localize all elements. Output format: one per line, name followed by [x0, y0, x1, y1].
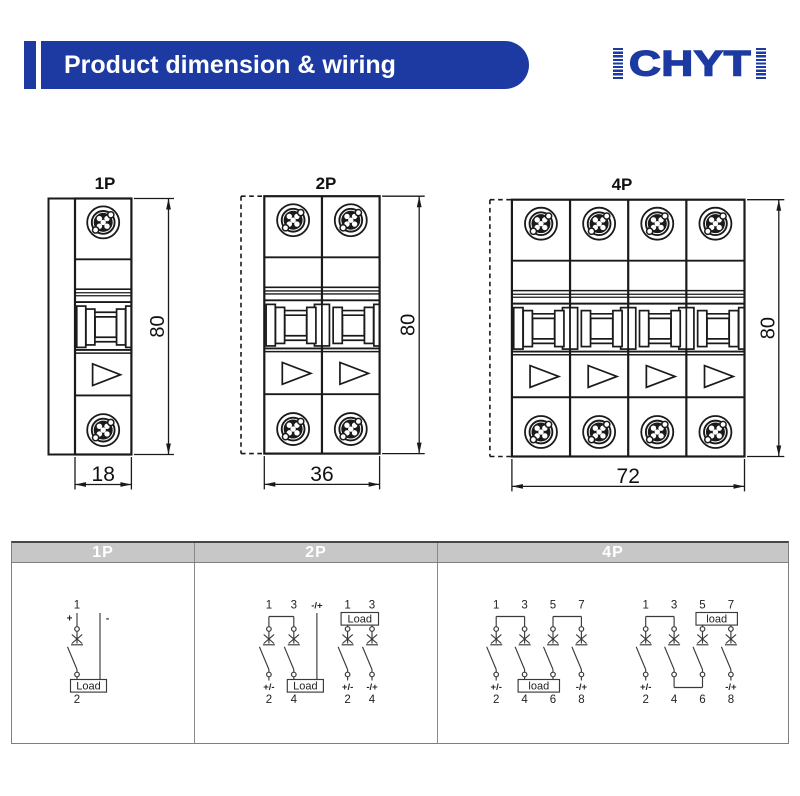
wiring-table-header-2p: 2P [195, 543, 438, 562]
svg-text:80: 80 [147, 315, 169, 337]
svg-text:80: 80 [757, 317, 779, 339]
terminal-screw [333, 203, 368, 238]
terminal-screw [698, 415, 733, 449]
breaker-drawing-2p: 2P 80 36 [240, 174, 425, 490]
wiring-table-header-4p: 4P [602, 544, 624, 561]
title-accent-bar [24, 41, 36, 89]
logo-stripes-right-icon [755, 47, 766, 79]
logo-stripes-left-icon [613, 47, 623, 79]
terminal-screw [333, 412, 368, 446]
wiring-table: 1P 2P 4P [11, 541, 789, 744]
wiring-cell-1p [12, 563, 195, 743]
terminal-screw [698, 206, 733, 241]
wiring-table-header: 1P 2P 4P [12, 543, 788, 563]
wiring-table-body [12, 563, 788, 743]
wiring-table-header-1p: 1P [12, 543, 195, 562]
terminal-screw [640, 206, 675, 241]
svg-text:2P: 2P [316, 174, 337, 193]
brand-name: CHYT [628, 43, 752, 83]
terminal-screw [276, 412, 311, 446]
terminal-screw [582, 206, 617, 241]
svg-text:18: 18 [92, 463, 115, 486]
svg-text:4P: 4P [612, 175, 633, 194]
section-title-banner: Product dimension & wiring [41, 41, 529, 89]
brand-logo: CHYT [613, 43, 766, 83]
terminal-screw [276, 203, 311, 238]
terminal-screw [86, 205, 121, 240]
svg-text:72: 72 [617, 465, 640, 488]
breaker-drawing-1p: 1P 80 18 [47, 174, 174, 490]
section-title: Product dimension & wiring [64, 51, 396, 79]
wiring-cell-2p [195, 563, 438, 743]
svg-text:36: 36 [310, 463, 333, 486]
terminal-screw [640, 415, 675, 449]
terminal-screw [524, 415, 558, 449]
terminal-screw [582, 415, 617, 449]
svg-text:80: 80 [398, 314, 420, 336]
terminal-screw [86, 413, 121, 447]
breaker-drawing-4p: 4P 80 72 [489, 175, 785, 492]
terminal-screw [524, 206, 558, 241]
wiring-cell-4p [438, 563, 788, 743]
svg-text:1P: 1P [95, 174, 116, 193]
